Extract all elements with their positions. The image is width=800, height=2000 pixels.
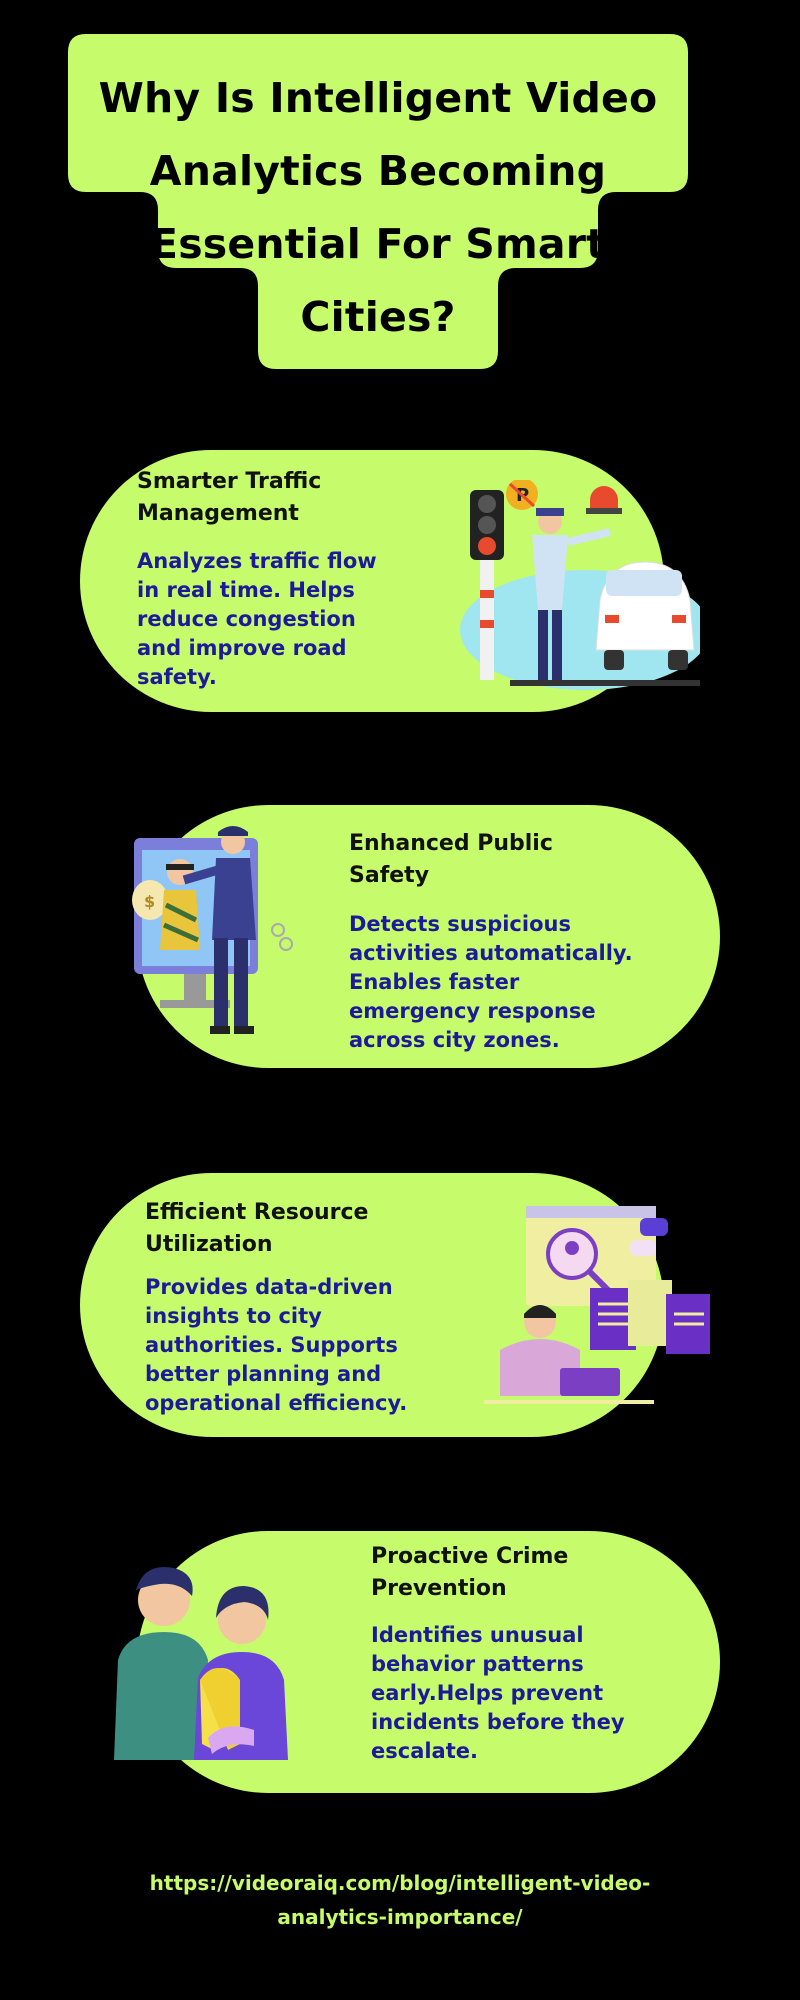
card-description-line: reduce congestion	[137, 607, 356, 631]
title-background-shape	[68, 34, 688, 369]
svg-text:$: $	[144, 892, 155, 911]
card-description-line: in real time. Helps	[137, 578, 355, 602]
card-description: Detects suspicious activities automatica…	[349, 910, 633, 1055]
card-title-line: Prevention	[371, 1576, 507, 1601]
card-title-line: Smarter Traffic	[137, 469, 322, 494]
card-description-line: Detects suspicious	[349, 912, 571, 936]
card-description-line: Provides data-driven	[145, 1275, 393, 1299]
source-url: https://videoraiq.com/blog/intelligent-v…	[0, 1866, 800, 1934]
card-title-line: Enhanced Public	[349, 831, 553, 856]
card-description-line: emergency response	[349, 999, 596, 1023]
card-description-line: insights to city	[145, 1304, 322, 1328]
card-description: Identifies unusual behavior patterns ear…	[371, 1621, 625, 1766]
card-description-line: better planning and	[145, 1362, 382, 1386]
card-title: Enhanced Public Safety	[349, 828, 553, 892]
card-title-line: Management	[137, 501, 299, 526]
police-arrest-icon: $	[130, 820, 310, 1054]
card-title-line: Utilization	[145, 1232, 273, 1257]
card-description: Analyzes traffic flow in real time. Help…	[137, 547, 377, 692]
card-title: Smarter Traffic Management	[137, 466, 321, 530]
card-title: Efficient Resource Utilization	[145, 1197, 368, 1261]
data-analyst-icon	[480, 1200, 730, 1424]
title-line: Analytics Becoming	[149, 147, 607, 195]
card-description-line: behavior patterns	[371, 1652, 584, 1676]
card-description-line: authorities. Supports	[145, 1333, 398, 1357]
card-description-line: across city zones.	[349, 1028, 560, 1052]
card-description-line: Enables faster	[349, 970, 520, 994]
card-description-line: Analyzes traffic flow	[137, 549, 377, 573]
card-title-line: Safety	[349, 863, 430, 888]
card-description-line: escalate.	[371, 1739, 478, 1763]
page-title: Why Is Intelligent Video Analytics Becom…	[68, 34, 688, 369]
card-title-line: Proactive Crime	[371, 1544, 569, 1569]
title-line: Essential For Smart	[149, 220, 606, 268]
card-description-line: operational efficiency.	[145, 1391, 408, 1415]
card-description-line: activities automatically.	[349, 941, 633, 965]
ribbon-people-icon	[104, 1560, 304, 1774]
card-description-line: incidents before they	[371, 1710, 625, 1734]
card-description-line: safety.	[137, 665, 217, 689]
card-description: Provides data-driven insights to city au…	[145, 1273, 407, 1418]
card-description-line: Identifies unusual	[371, 1623, 584, 1647]
card-description-line: and improve road	[137, 636, 347, 660]
title-line: Why Is Intelligent Video	[98, 74, 658, 122]
traffic-police-icon: P	[450, 478, 710, 704]
card-title: Proactive Crime Prevention	[371, 1541, 568, 1605]
source-url-line: analytics-importance/	[277, 1905, 523, 1929]
source-url-line: https://videoraiq.com/blog/intelligent-v…	[149, 1871, 651, 1895]
title-line: Cities?	[300, 293, 456, 341]
card-title-line: Efficient Resource	[145, 1200, 369, 1225]
card-description-line: early.Helps prevent	[371, 1681, 604, 1705]
title-text: Why Is Intelligent Video Analytics Becom…	[68, 62, 688, 354]
